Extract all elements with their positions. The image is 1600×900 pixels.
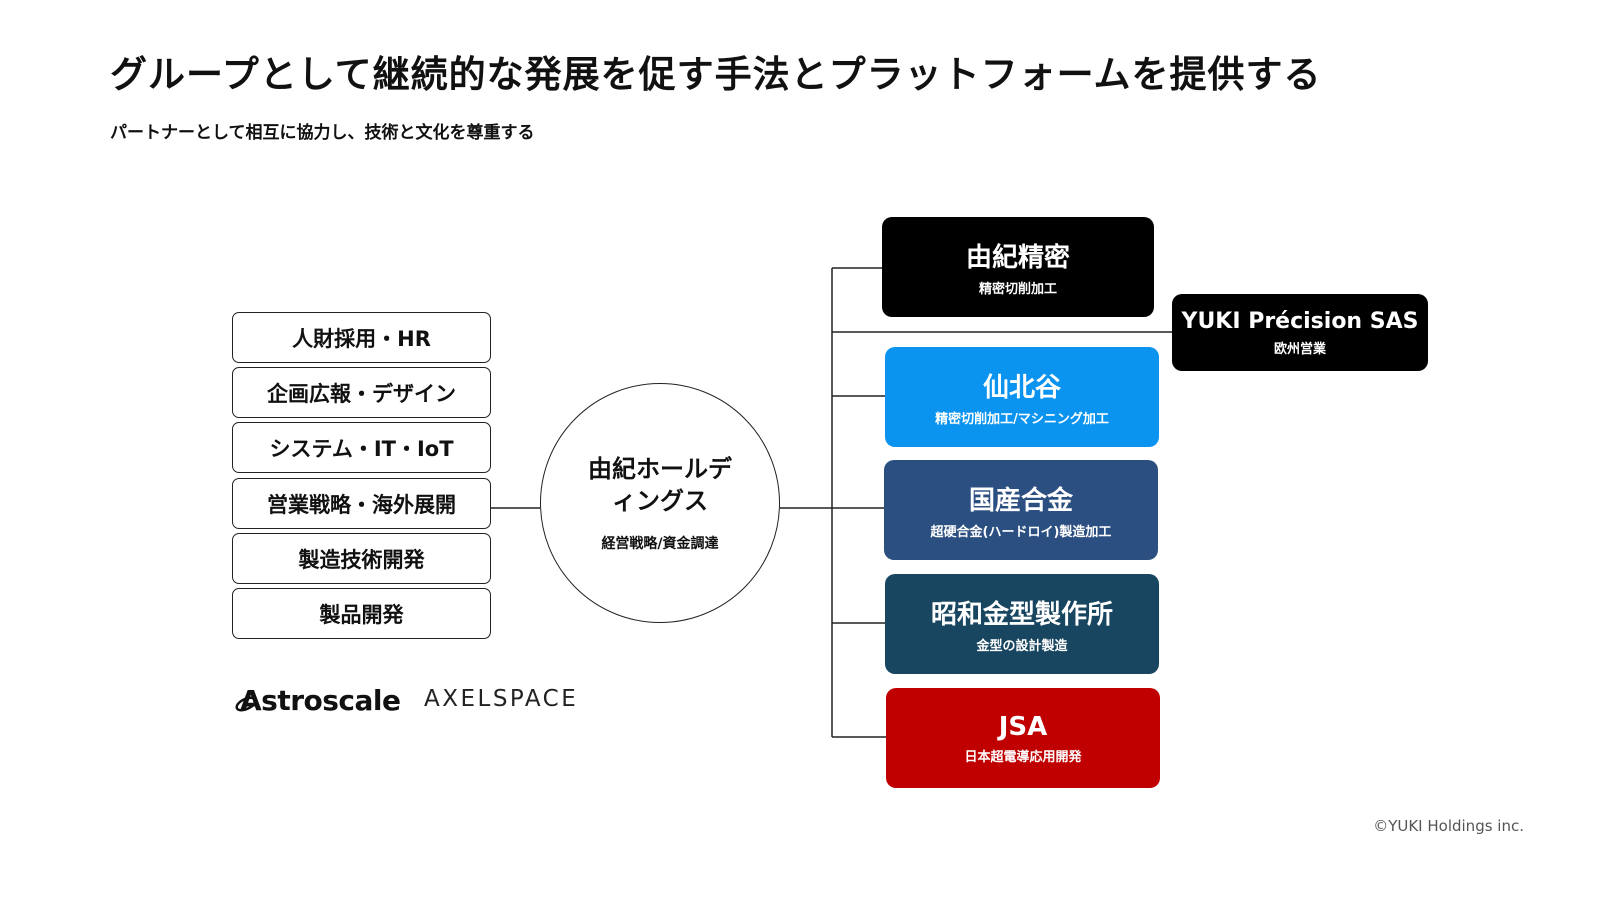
- company-subtitle: 超硬合金(ハードロイ)製造加工: [930, 525, 1112, 540]
- function-box-system-it: システム・IT・IoT: [232, 422, 491, 473]
- astroscale-mark-icon: [235, 696, 256, 712]
- company-box-yuki-seimitsu: 由紀精密 精密切削加工: [882, 217, 1154, 317]
- hub-circle: 由紀ホールディングス 経営戦略/資金調達: [540, 383, 780, 623]
- hub-name: 由紀ホールディングス: [588, 454, 732, 515]
- company-box-jsa: JSA 日本超電導応用開発: [886, 688, 1160, 788]
- company-subtitle: 精密切削加工: [978, 282, 1057, 297]
- company-subtitle: 金型の設計製造: [976, 639, 1068, 654]
- function-box-planning-pr: 企画広報・デザイン: [232, 367, 491, 418]
- company-subtitle: 欧州営業: [1273, 341, 1326, 357]
- company-name: 由紀精密: [965, 243, 1070, 273]
- hub-subtitle: 経営戦略/資金調達: [601, 536, 719, 553]
- function-box-hr: 人財採用・HR: [232, 312, 491, 363]
- company-name: 昭和金型製作所: [930, 600, 1113, 630]
- axelspace-logo: AXELSPACE: [424, 686, 579, 712]
- astroscale-logo: Astroscale: [234, 678, 401, 722]
- function-box-manufacturing-tech: 製造技術開発: [232, 533, 491, 584]
- company-name: YUKI Précision SAS: [1181, 308, 1419, 334]
- company-box-showa-kanagata: 昭和金型製作所 金型の設計製造: [885, 574, 1159, 674]
- company-name: 仙北谷: [982, 373, 1061, 403]
- function-box-product-dev: 製品開発: [232, 588, 491, 639]
- page-title: グループとして継続的な発展を促す手法とプラットフォームを提供する: [110, 53, 1322, 96]
- company-subtitle: 精密切削加工/マシニング加工: [935, 412, 1109, 427]
- function-box-sales-strategy: 営業戦略・海外展開: [232, 478, 491, 529]
- company-name: 国産合金: [968, 486, 1073, 516]
- page-subtitle: パートナーとして相互に協力し、技術と文化を尊重する: [110, 123, 535, 143]
- company-box-kokusan-goukin: 国産合金 超硬合金(ハードロイ)製造加工: [884, 460, 1158, 560]
- astroscale-wordmark: Astroscale: [240, 683, 401, 717]
- company-subtitle: 日本超電導応用開発: [964, 749, 1082, 765]
- company-name: JSA: [998, 711, 1048, 742]
- copyright-text: ©YUKI Holdings inc.: [1373, 817, 1524, 835]
- company-box-yuki-precision-sas: YUKI Précision SAS 欧州営業: [1172, 294, 1428, 371]
- company-box-senbokuya: 仙北谷 精密切削加工/マシニング加工: [885, 347, 1159, 447]
